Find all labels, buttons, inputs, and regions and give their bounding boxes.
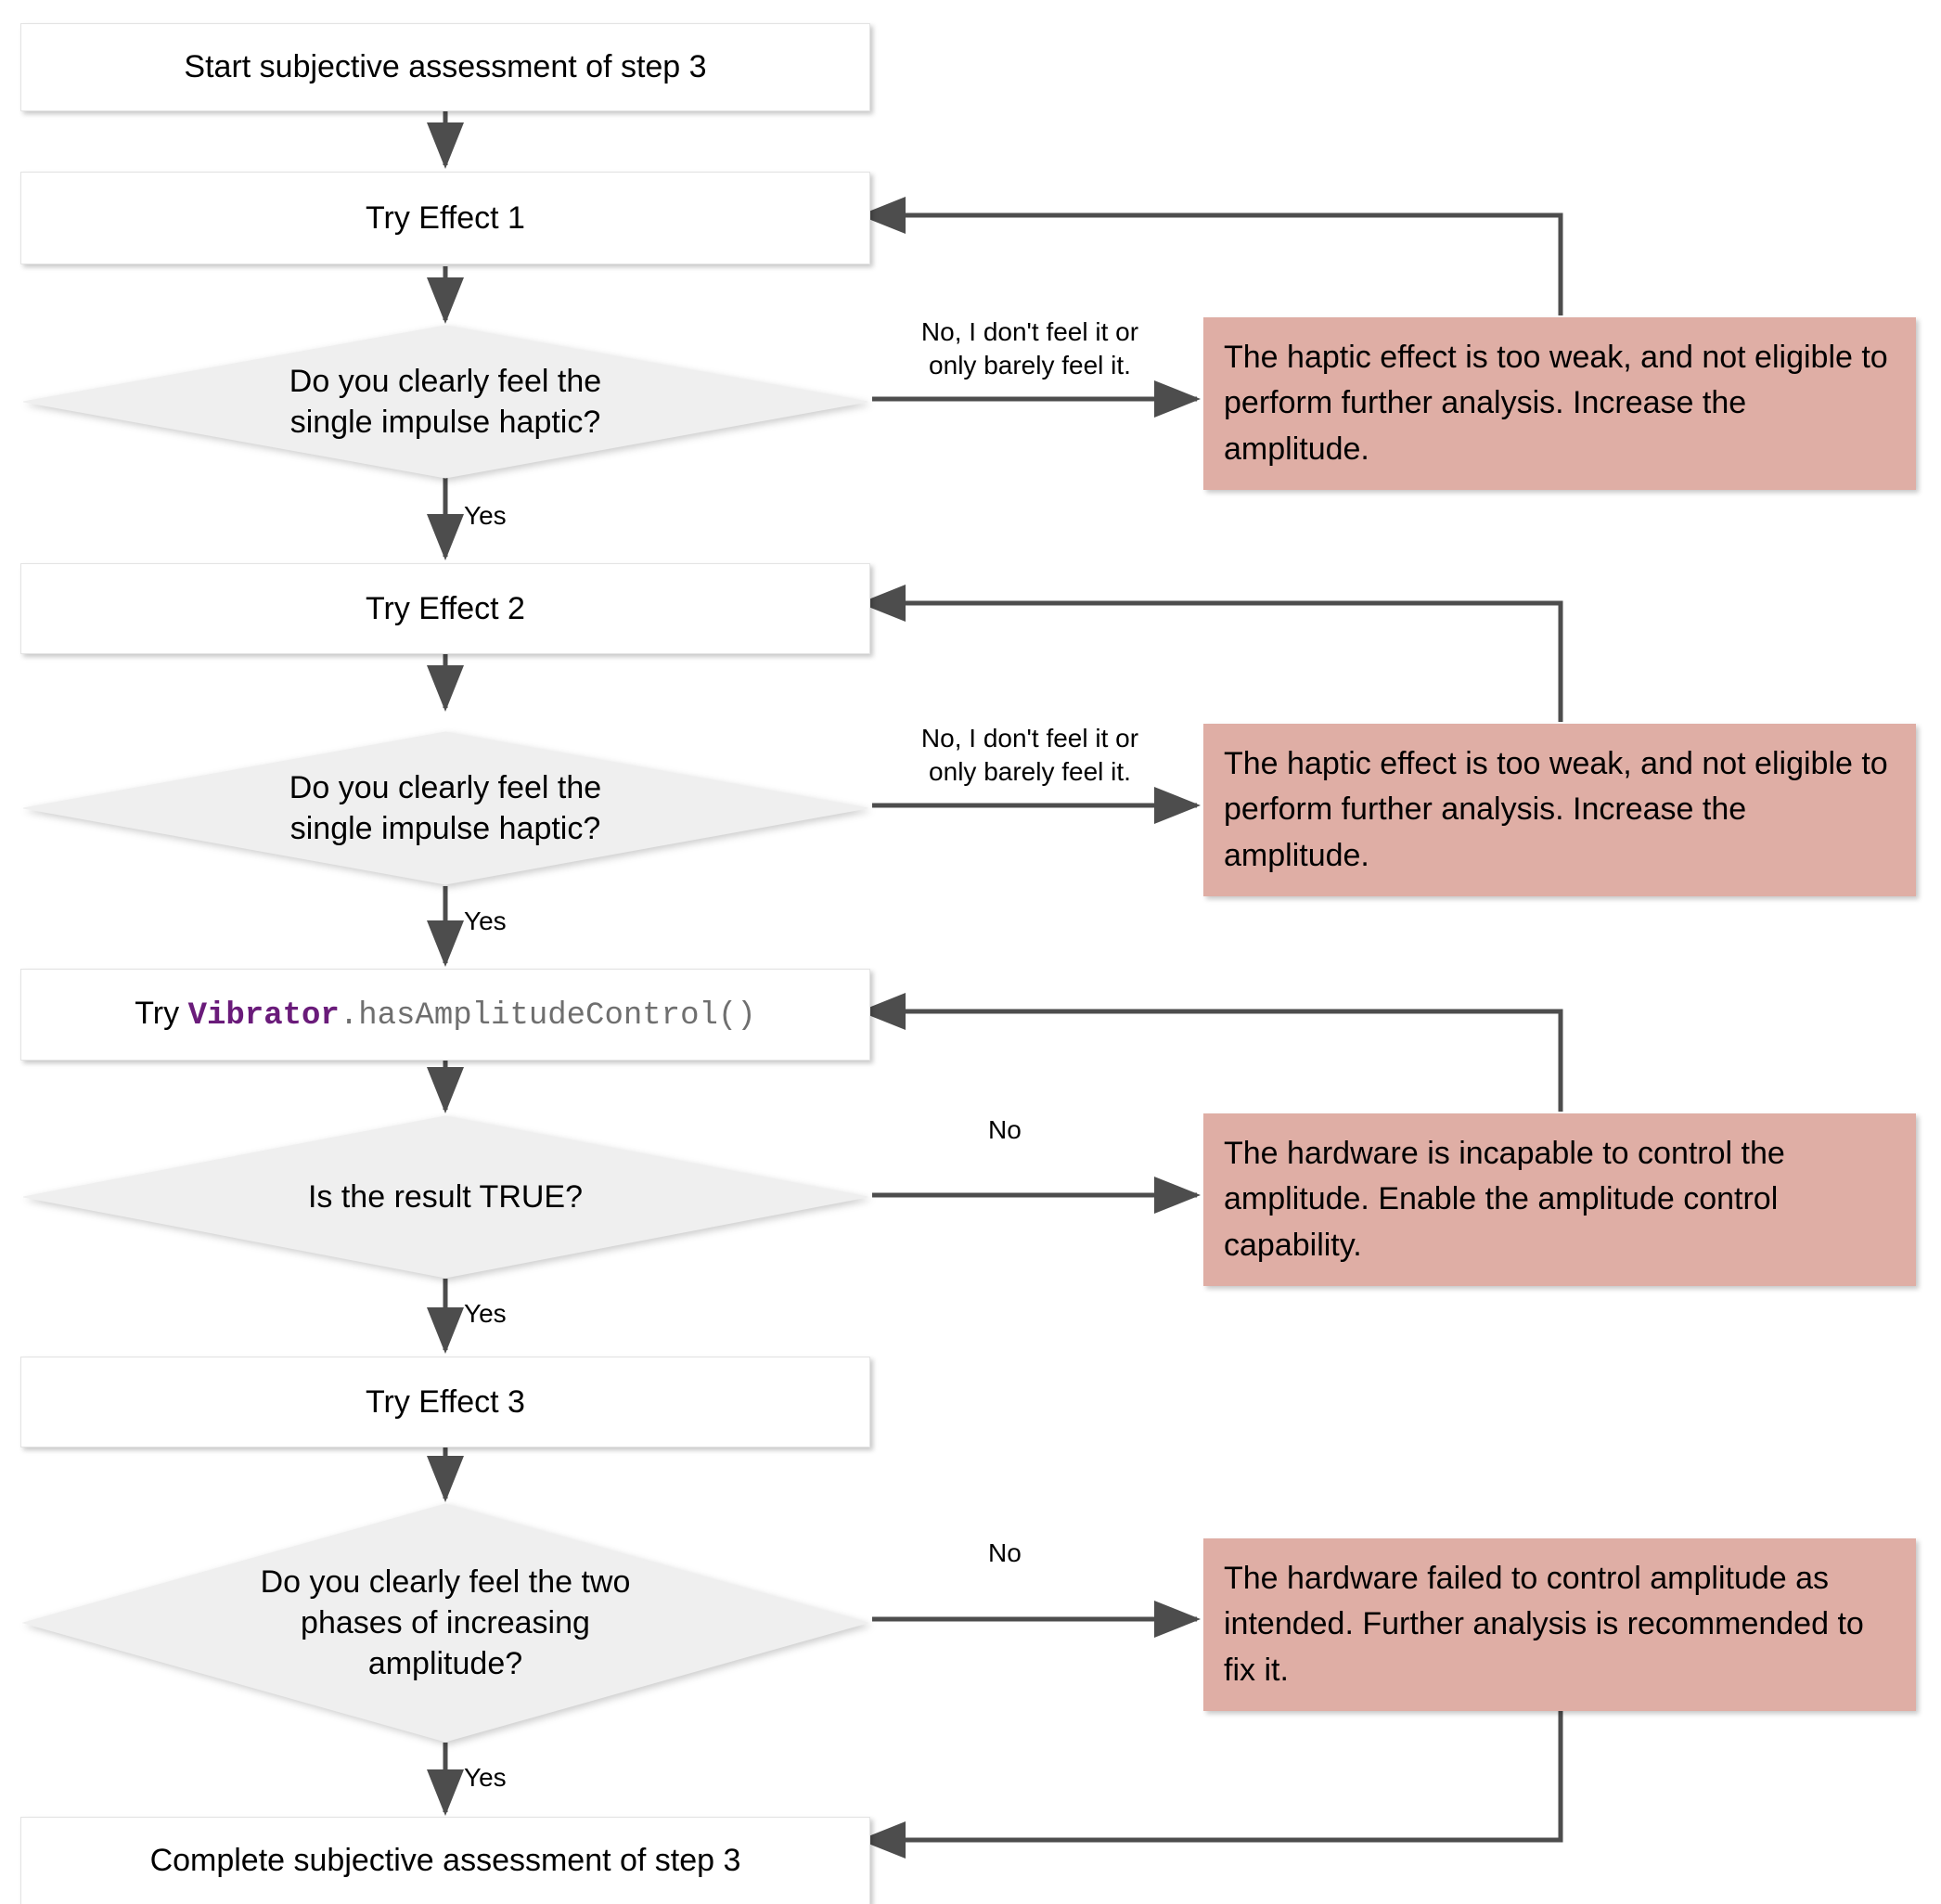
edge-label-yes-4: Yes: [464, 1763, 507, 1792]
edge-label-yes-2: Yes: [464, 907, 507, 935]
node-try-effect-1[interactable]: Try Effect 1: [20, 172, 870, 264]
note-box-4-text: The hardware failed to control amplitude…: [1224, 1561, 1864, 1688]
code-method-name: .hasAmplitudeControl(): [339, 997, 756, 1034]
node-try-vibrator-hasamplitudecontrol[interactable]: Try Vibrator.hasAmplitudeControl(): [20, 969, 870, 1061]
node-complete-label: Complete subjective assessment of step 3: [149, 1843, 741, 1879]
edge-note4-loop-to-complete: [858, 1707, 1563, 1859]
node-decision-4[interactable]: Do you clearly feel the two phases of in…: [20, 1501, 870, 1744]
node-try-effect-1-label: Try Effect 1: [366, 199, 525, 236]
edge-note3-loop-to-vibrator: [858, 993, 1563, 1112]
edge-label-yes-3: Yes: [464, 1299, 507, 1328]
note-box-1-text: The haptic effect is too weak, and not e…: [1224, 340, 1888, 467]
note-box-1[interactable]: The haptic effect is too weak, and not e…: [1203, 317, 1916, 490]
edge-label-yes-1: Yes: [464, 501, 507, 530]
code-class-name: Vibrator: [187, 997, 340, 1034]
node-try-effect-3[interactable]: Try Effect 3: [20, 1357, 870, 1447]
code-prefix: Try: [135, 995, 188, 1031]
edge-label-no-2: No, I don't feel it or only barely feel …: [920, 724, 1139, 787]
node-try-effect-2-label: Try Effect 2: [366, 590, 525, 626]
note-box-4[interactable]: The hardware failed to control amplitude…: [1203, 1538, 1916, 1711]
note-box-3[interactable]: The hardware is incapable to control the…: [1203, 1113, 1916, 1286]
note-box-2[interactable]: The haptic effect is too weak, and not e…: [1203, 724, 1916, 896]
node-decision-1[interactable]: Do you clearly feel the single impulse h…: [20, 323, 870, 481]
node-decision-3[interactable]: Is the result TRUE?: [20, 1113, 870, 1280]
code-expression: Try Vibrator.hasAmplitudeControl(): [135, 994, 755, 1036]
node-try-effect-3-label: Try Effect 3: [366, 1383, 525, 1420]
node-start-label: Start subjective assessment of step 3: [184, 49, 707, 85]
node-decision-2[interactable]: Do you clearly feel the single impulse h…: [20, 729, 870, 887]
edge-note1-loop-to-effect1: [858, 197, 1563, 315]
edge-label-no-4: No: [988, 1538, 1022, 1567]
note-box-2-text: The haptic effect is too weak, and not e…: [1224, 746, 1888, 873]
note-box-3-text: The hardware is incapable to control the…: [1224, 1136, 1785, 1263]
node-try-effect-2[interactable]: Try Effect 2: [20, 563, 870, 654]
node-start[interactable]: Start subjective assessment of step 3: [20, 23, 870, 111]
edge-label-no-1: No, I don't feel it or only barely feel …: [920, 317, 1139, 380]
node-complete[interactable]: Complete subjective assessment of step 3: [20, 1817, 870, 1904]
edge-label-no-3: No: [988, 1115, 1022, 1144]
edge-note2-loop-to-effect2: [858, 585, 1563, 722]
